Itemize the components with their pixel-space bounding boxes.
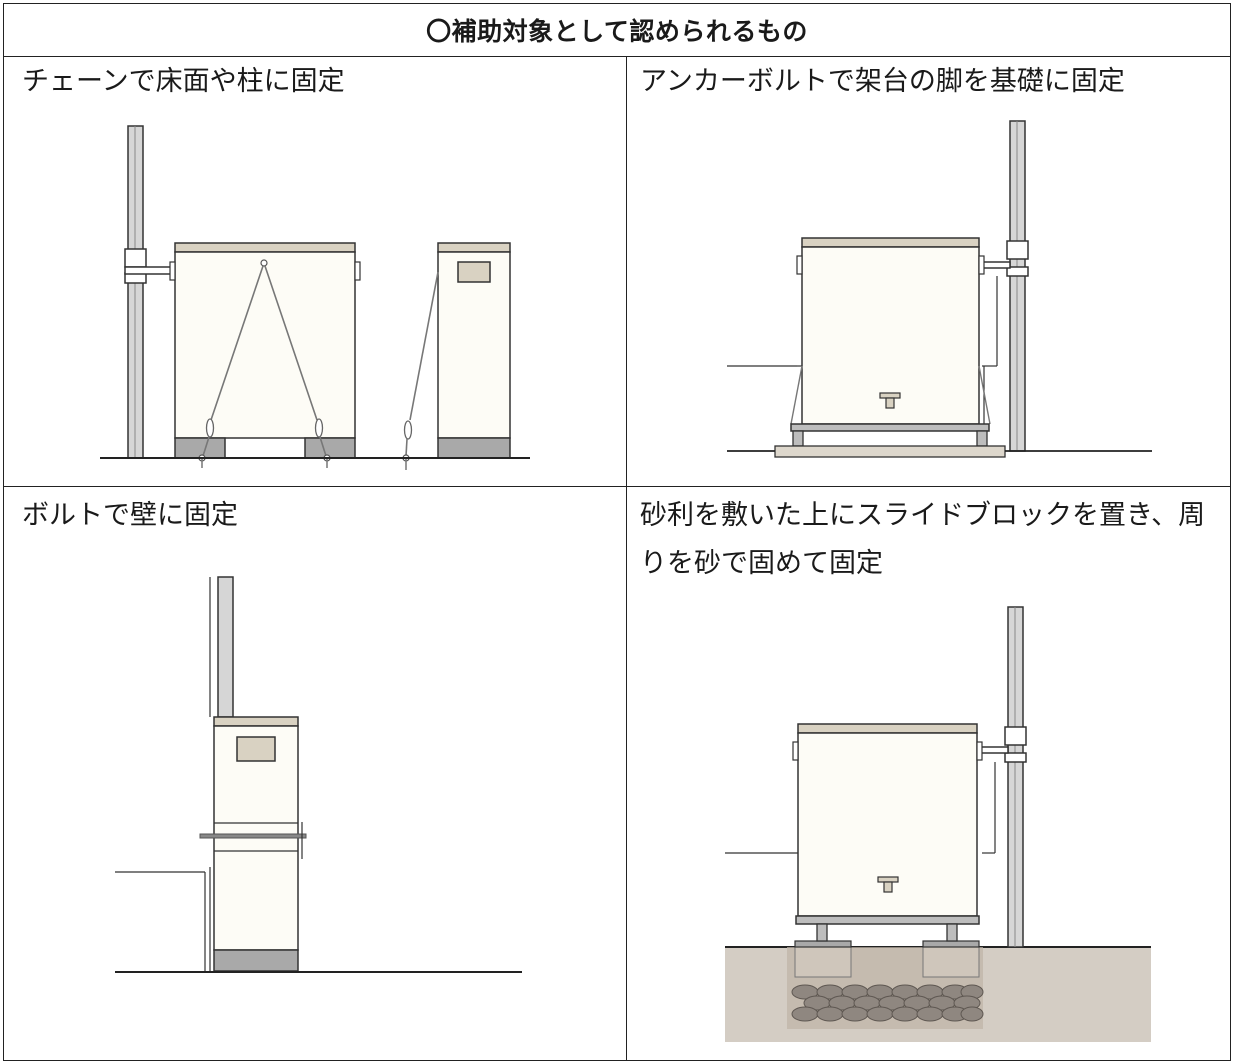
illustration-wall-bolt-fix xyxy=(0,487,626,1061)
illustration-chain-fix xyxy=(0,0,630,486)
table-header: 〇補助対象として認められるもの xyxy=(426,17,808,46)
illustration-anchor-bolt-fix xyxy=(627,0,1231,486)
illustration-slide-block-fix xyxy=(627,487,1231,1061)
caption-slide-block-fix-line1: 砂利を敷いた上にスライドブロックを置き、周 xyxy=(640,500,1206,531)
caption-anchor-bolt-fix: アンカーボルトで架台の脚を基礎に固定 xyxy=(640,66,1125,97)
caption-chain-fix: チェーンで床面や柱に固定 xyxy=(22,66,345,97)
caption-wall-bolt-fix: ボルトで壁に固定 xyxy=(22,500,238,531)
column-divider xyxy=(626,56,627,1060)
header-divider xyxy=(3,56,1231,57)
row-divider xyxy=(3,486,1231,487)
caption-slide-block-fix-line2: りを砂で固めて固定 xyxy=(640,548,883,579)
table-frame xyxy=(3,3,1231,1061)
